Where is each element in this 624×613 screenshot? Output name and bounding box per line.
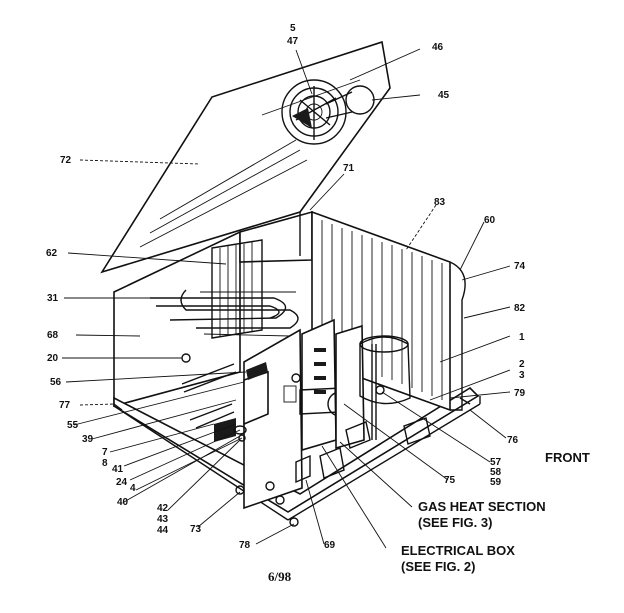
callout-47: 47	[287, 36, 299, 47]
callout-73: 73	[190, 524, 202, 535]
callout-57: 57	[490, 457, 502, 468]
gas-heat-section	[299, 318, 365, 452]
callout-71: 71	[343, 163, 355, 174]
callout-45: 45	[438, 90, 450, 101]
callout-78: 78	[239, 540, 251, 551]
callout-42: 42	[157, 503, 169, 514]
callout-44: 44	[157, 525, 169, 536]
callout-75: 75	[444, 475, 456, 486]
callout-55: 55	[67, 420, 79, 431]
callout-40: 40	[117, 497, 129, 508]
heat-exchanger	[150, 289, 299, 363]
base-components	[113, 363, 471, 527]
leader-lines	[62, 48, 511, 549]
footer-date: 6/98	[268, 569, 292, 584]
callout-3: 3	[519, 370, 525, 381]
callout-4: 4	[130, 483, 136, 494]
callout-24: 24	[116, 477, 128, 488]
callout-59: 59	[490, 477, 502, 488]
callout-31: 31	[47, 293, 59, 304]
callout-labels: 5 47 46 45 72 71 83 60 62 74 31 82 68 1 …	[46, 23, 526, 551]
callout-79: 79	[514, 388, 526, 399]
electrical-box-ref: (SEE FIG. 2)	[401, 559, 475, 574]
callout-82: 82	[514, 303, 526, 314]
unit-artwork	[62, 40, 511, 549]
callout-72: 72	[60, 155, 72, 166]
section-labels: GAS HEAT SECTION (SEE FIG. 3) ELECTRICAL…	[268, 450, 590, 584]
callout-74: 74	[514, 261, 526, 272]
callout-41: 41	[112, 464, 124, 475]
gas-heat-section-label: GAS HEAT SECTION	[418, 499, 546, 514]
callout-8: 8	[102, 458, 108, 469]
condenser-fan	[281, 79, 375, 145]
callout-39: 39	[82, 434, 94, 445]
callout-56: 56	[50, 377, 62, 388]
front-orientation-label: FRONT	[545, 450, 590, 465]
callout-68: 68	[47, 330, 59, 341]
callout-58: 58	[490, 467, 502, 478]
callout-1: 1	[519, 332, 525, 343]
callout-77: 77	[59, 400, 71, 411]
callout-83: 83	[434, 197, 446, 208]
callout-69: 69	[324, 540, 336, 551]
callout-5: 5	[290, 23, 296, 34]
callout-2: 2	[519, 359, 525, 370]
electrical-box	[243, 328, 303, 510]
callout-20: 20	[47, 353, 59, 364]
compressor	[359, 335, 411, 440]
callout-43: 43	[157, 514, 169, 525]
callout-46: 46	[432, 42, 444, 53]
callout-60: 60	[484, 215, 496, 226]
gas-heat-section-ref: (SEE FIG. 3)	[418, 515, 492, 530]
callout-62: 62	[46, 248, 58, 259]
top-panel	[100, 40, 391, 274]
electrical-box-label: ELECTRICAL BOX	[401, 543, 515, 558]
callout-7: 7	[102, 447, 108, 458]
callout-76: 76	[507, 435, 519, 446]
